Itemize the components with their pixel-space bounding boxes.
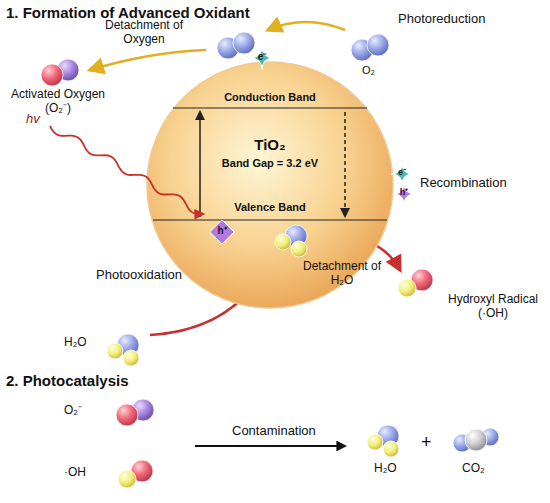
node-text: Band Gap = 3.2 eV — [145, 157, 395, 169]
label: H₂O — [64, 336, 87, 350]
atom — [383, 441, 399, 457]
atom — [123, 350, 139, 366]
art-stroke — [50, 32, 415, 257]
node-text: Conduction Band — [145, 91, 395, 103]
label: hv — [26, 112, 40, 127]
label: h⁺ — [394, 187, 414, 197]
node-text: TiO₂ — [145, 136, 395, 153]
atom — [107, 343, 123, 359]
band-line — [153, 219, 387, 220]
label: h⁺ — [212, 225, 232, 237]
label: CO₂ — [462, 462, 485, 476]
arrow — [195, 445, 345, 447]
arrow — [90, 50, 206, 70]
label: + — [421, 432, 432, 453]
label: Photoreduction — [398, 12, 485, 27]
label: O₂⁻ — [64, 404, 82, 418]
charge-star — [393, 183, 415, 205]
atom — [275, 234, 291, 250]
node-text: Valence Band — [145, 201, 395, 213]
atom — [118, 470, 136, 488]
label: e⁻ — [252, 51, 272, 63]
label: Hydroxyl Radical (·OH) — [440, 293, 546, 321]
charge-star — [250, 46, 274, 70]
recombination-arrow — [344, 112, 346, 216]
atom — [398, 279, 416, 297]
atom — [291, 241, 307, 257]
charge-star — [391, 163, 413, 185]
label: Recombination — [420, 176, 507, 191]
atom — [465, 429, 487, 451]
label: Contamination — [232, 424, 316, 439]
label: ·OH — [64, 466, 86, 480]
label: Activated Oxygen (O₂⁻) — [2, 88, 114, 116]
label: 2. Photocatalysis — [6, 372, 129, 389]
band-line — [173, 107, 367, 108]
atom — [41, 64, 63, 86]
excitation-arrow — [199, 112, 201, 217]
label: e⁻ — [392, 167, 412, 177]
atom — [367, 434, 383, 450]
label: O₂ — [362, 64, 375, 77]
label: Photooxidation — [96, 268, 182, 283]
hole-diamond — [210, 220, 234, 244]
atom — [116, 404, 138, 426]
arrow — [268, 22, 345, 30]
label: Detachment of Oxygen — [98, 19, 190, 47]
label: H₂O — [374, 462, 397, 476]
label: Detachment of H₂O — [292, 260, 392, 288]
light-wave — [50, 126, 203, 214]
atom — [233, 32, 255, 54]
atom — [367, 34, 389, 56]
